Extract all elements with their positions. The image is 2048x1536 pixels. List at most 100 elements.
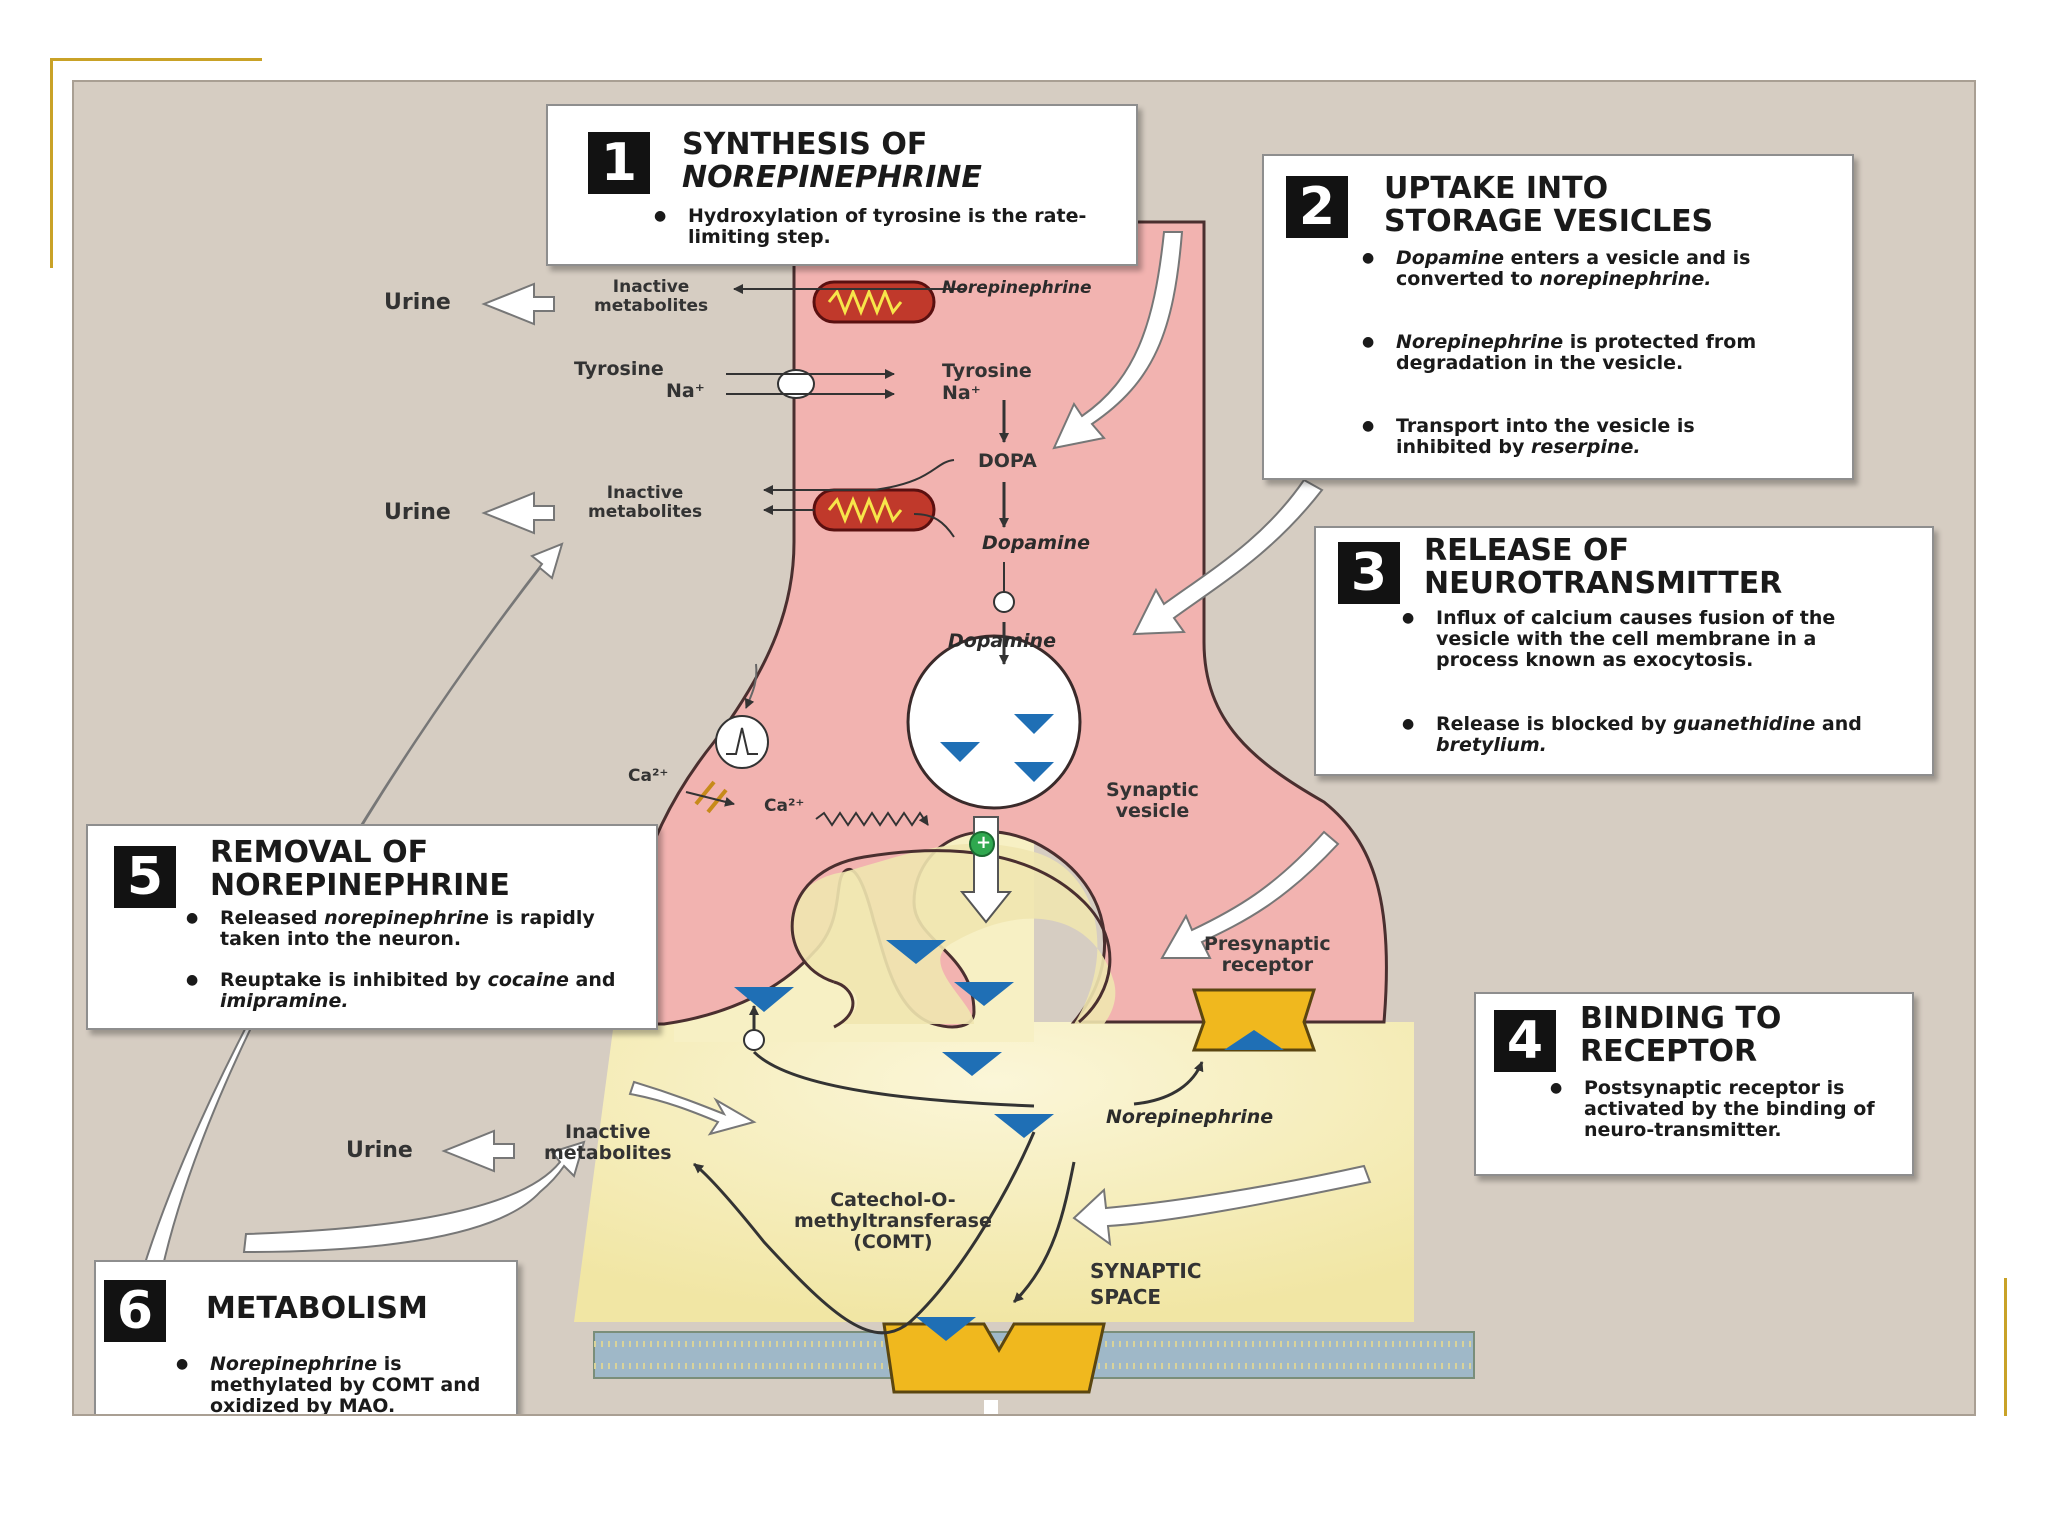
bullet-italic: bretylium. [1436,734,1547,756]
callout-metabolism: 6 METABOLISM Norepinephrine is methylate… [94,1260,518,1416]
callout-title: SYNTHESIS OF NOREPINEPHRINE [682,128,982,194]
norepinephrine-synapse-diagram: Urine Inactive metabolites Norepinephrin… [72,80,1976,1416]
comt-line-3: (COMT) [853,1231,933,1253]
bullet-text: is protected from degradation in the ves… [1396,331,1757,374]
ca-label-outside: Ca²⁺ [628,766,669,786]
callout-title: RELEASE OF NEUROTRANSMITTER [1424,534,1782,600]
title-line-1: SYNTHESIS OF [682,127,928,162]
callout-bullet: Norepinephrine is methylated by COMT and… [176,1353,500,1416]
urine-arrow [441,282,555,1173]
calcium-channel-icon [694,780,728,814]
frame-accent-line [50,58,262,61]
presynaptic-line: Presynaptic [1204,933,1331,955]
title-line-2: NEUROTRANSMITTER [1424,566,1783,601]
title-line-2: NOREPINEPHRINE [210,868,510,903]
bullet-text: Reuptake is inhibited by [220,969,488,991]
presynaptic-receptor [1191,988,1317,1052]
receptor-line: receptor [1221,954,1314,976]
bullet-italic: reserpine. [1530,436,1641,458]
bullet-italic: imipramine. [220,990,349,1012]
title-line-1: UPTAKE INTO [1384,171,1609,206]
bullet-italic: Norepinephrine [1396,331,1564,353]
bullet-text: Release is blocked by [1436,713,1674,735]
inactive-line: Inactive [612,277,690,297]
comt-line-1: Catechol-O- [830,1189,956,1211]
title-line-1: RELEASE OF [1424,533,1629,568]
vesicle-transmitters [940,714,1054,782]
callout-binding: 4 BINDING TO RECEPTOR Postsynaptic recep… [1474,992,1914,1176]
bound-transmitter [1224,1030,1284,1050]
callout-synthesis: 1 SYNTHESIS OF NOREPINEPHRINE Hydroxylat… [546,104,1138,266]
bullet-italic: norepinephrine. [1539,268,1712,290]
callout-pointer-arrow [132,231,1372,1301]
callout-title: BINDING TO RECEPTOR [1580,1002,1781,1068]
step-number-badge: 3 [1338,542,1400,604]
released-transmitters [734,940,1054,1341]
callout-bullet: Influx of calcium causes fusion of the v… [1402,608,1876,671]
diagram-artwork [132,220,1475,1414]
step-number-badge: 4 [1494,1010,1556,1072]
bullet-italic: cocaine [487,969,569,991]
bullet-text: and [1815,713,1862,735]
step-number-badge: 1 [588,132,650,194]
callout-bullet: Postsynaptic receptor is activated by th… [1550,1078,1884,1141]
inactive-line: Inactive [606,483,684,503]
callout-title: UPTAKE INTO STORAGE VESICLES [1384,172,1713,238]
synaptic-space-region [574,1022,1414,1322]
tyrosine-label-right: Tyrosine [942,360,1032,382]
inactive-line: Inactive [565,1121,651,1143]
callout-title: METABOLISM [206,1291,428,1326]
step-number-badge: 2 [1286,176,1348,238]
metabolites-line: metabolites [544,1142,672,1164]
membrane-left-knob [833,980,855,1029]
comt-label: Catechol-O- methyltransferase (COMT) [794,1190,992,1253]
na-label-left: Na⁺ [666,380,705,402]
na-label-right: Na⁺ [942,382,981,404]
mitochondrion-icon [812,488,936,532]
bullet-text: is rapidly taken into the neuron. [220,907,595,950]
dopa-label: DOPA [978,450,1037,472]
urine-label: Urine [384,500,451,525]
callout-removal: 5 REMOVAL OF NOREPINEPHRINE Released nor… [86,824,658,1030]
dopamine-label: Dopamine [982,532,1090,554]
callout-bullet: Released norepinephrine is rapidly taken… [186,907,630,950]
callout-bullet: Norepinephrine is protected from degrada… [1362,331,1796,374]
callout-bullet: Transport into the vesicle is inhibited … [1362,415,1796,458]
release-cavity [790,843,1116,1024]
plus-sign: + [976,832,992,853]
title-line-2: NOREPINEPHRINE [682,160,982,195]
signal-stem [984,1400,998,1414]
bullet-italic: Dopamine [1396,247,1504,269]
title-line-2: RECEPTOR [1580,1034,1758,1069]
reuptake-transporter [743,1029,765,1051]
metabolites-line: metabolites [594,296,709,316]
membrane-bulb [790,849,1112,1024]
mitochondrion-icon [812,280,936,324]
bullet-text: Transport into the vesicle is inhibited … [1396,415,1695,458]
activation-plus-icon [969,831,995,857]
frame-accent-line [50,58,53,268]
bullet-italic: norepinephrine [324,907,489,929]
synaptic-space-line-2: SPACE [1090,1285,1162,1309]
bullet-text: is methylated by COMT and oxidized by MA… [210,1353,481,1416]
callout-release: 3 RELEASE OF NEUROTRANSMITTER Influx of … [1314,526,1934,776]
step-number-badge: 6 [104,1280,166,1342]
callout-bullet: Dopamine enters a vesicle and is convert… [1362,247,1796,290]
bullet-text: and [568,969,616,991]
urine-label: Urine [384,290,451,315]
tyrosine-label-left: Tyrosine [574,358,664,380]
synaptic-space-line-1: SYNAPTIC [1090,1259,1202,1283]
norepinephrine-label-top: Norepinephrine [942,278,1092,298]
vesicle-line: vesicle [1115,800,1190,822]
callout-bullet: Hydroxylation of tyrosine is the rate-li… [654,206,1098,248]
step-number-badge: 5 [114,846,176,908]
presynaptic-receptor-label: Presynaptic receptor [1204,934,1331,976]
norepinephrine-label-cleft: Norepinephrine [1106,1106,1274,1128]
synaptic-vesicle [906,634,1082,810]
synaptic-space-label: SYNAPTIC SPACE [1090,1258,1202,1310]
bullet-italic: guanethidine [1673,713,1816,735]
dopamine-vesicle-label: Dopamine [948,630,1056,652]
postsynaptic-receptor [882,1322,1106,1394]
tyrosine-transporter [777,369,815,399]
metabolites-line: metabolites [588,502,703,522]
